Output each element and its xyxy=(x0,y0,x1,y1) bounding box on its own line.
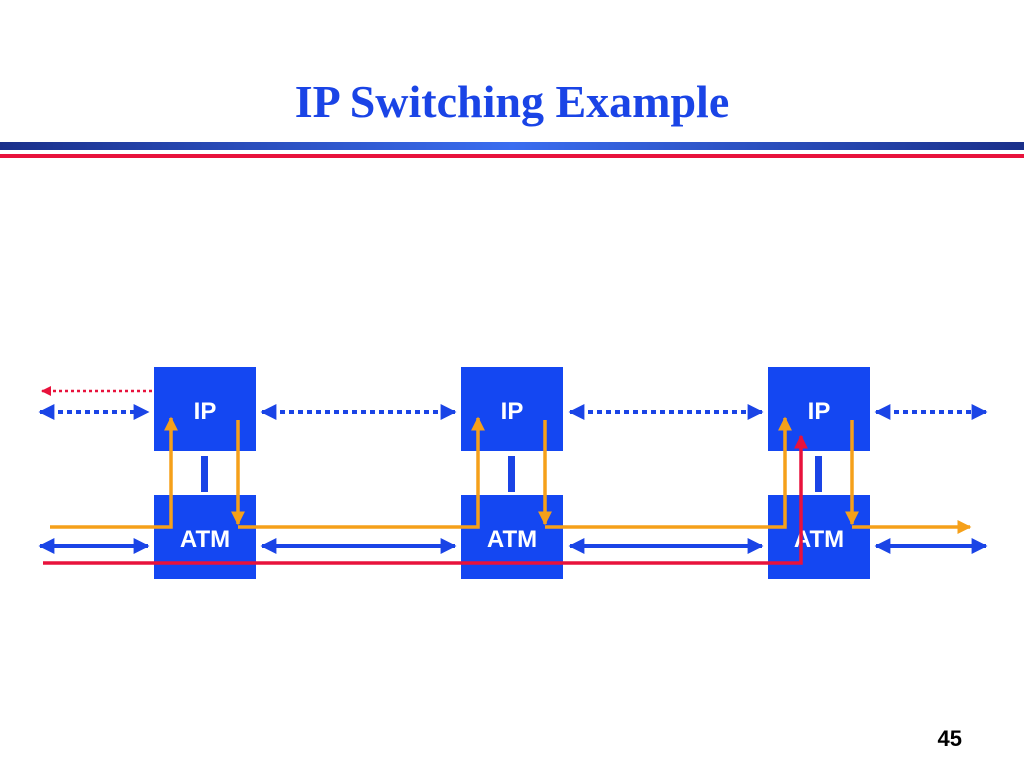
ip-label-1: IP xyxy=(194,398,217,425)
orange-segment-2-3 xyxy=(545,416,792,529)
ip-atm-link-2 xyxy=(508,456,515,492)
red-switched-flow xyxy=(43,434,808,565)
atm-label-1: ATM xyxy=(180,526,230,553)
ip-label-3: IP xyxy=(808,398,831,425)
orange-segment-entry-1 xyxy=(50,416,178,529)
orange-routed-flow xyxy=(50,416,972,534)
page-number: 45 xyxy=(937,726,962,751)
ip-atm-link-1 xyxy=(201,456,208,492)
ip-label-2: IP xyxy=(501,398,524,425)
slide-title: IP Switching Example xyxy=(294,76,730,127)
orange-segment-1-2 xyxy=(238,416,485,529)
ip-atm-link-3 xyxy=(815,456,822,492)
atm-label-2: ATM xyxy=(487,526,537,553)
title-rule xyxy=(0,142,1024,158)
